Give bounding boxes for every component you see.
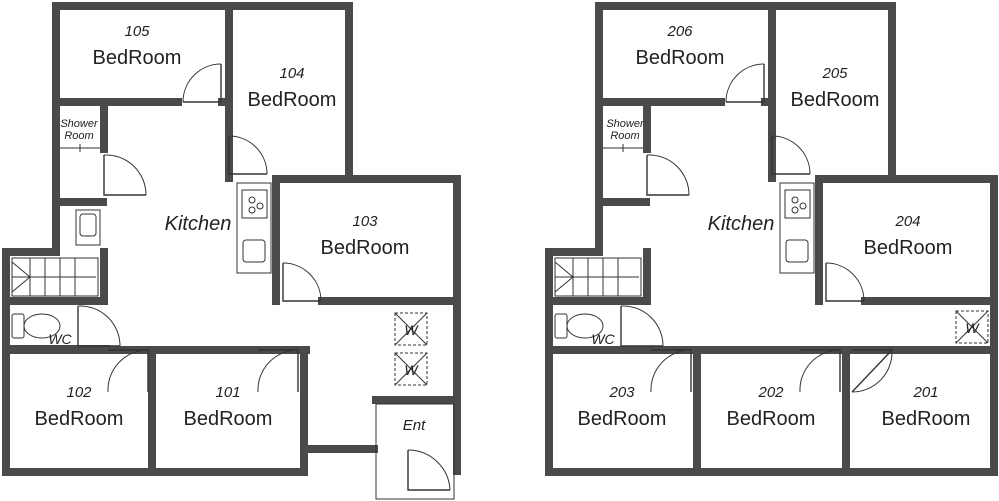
floor-1-staircase: [11, 257, 99, 297]
room-201-name: BedRoom: [882, 408, 971, 430]
washer-label-1: W: [404, 322, 419, 338]
room-202-name: BedRoom: [727, 408, 816, 430]
washer-label-2: W: [404, 362, 419, 378]
wc-label: WC: [48, 331, 72, 347]
room-204-name: BedRoom: [864, 237, 953, 259]
room-206-name: BedRoom: [636, 47, 725, 69]
kitchen-label-2: Kitchen: [708, 213, 775, 235]
room-105-number: 105: [124, 23, 150, 40]
shower-label-2-line2: Room: [610, 130, 639, 142]
floor-1-washer-icon-1: [394, 312, 428, 346]
floor-2-plan: 206 BedRoom 205 BedRoom 204 BedRoom 203 …: [545, 2, 998, 476]
room-103-number: 103: [352, 213, 378, 230]
floor-2-toilet-fixture: [554, 313, 604, 339]
room-103-name: BedRoom: [321, 237, 410, 259]
room-201-number: 201: [912, 384, 938, 401]
floor-1-walls: [2, 2, 461, 476]
floor-2-kitchen-counter: [779, 182, 815, 274]
floor-1-washer-icon-2: [394, 352, 428, 386]
room-104-name: BedRoom: [248, 89, 337, 111]
room-202-number: 202: [757, 384, 784, 401]
room-101-name: BedRoom: [184, 408, 273, 430]
shower-label-2-line1: Shower: [606, 118, 645, 130]
floor-1-doors: [77, 63, 455, 500]
entrance-label: Ent: [403, 417, 426, 434]
floor-1-shower-fixture: [60, 144, 100, 152]
floor-2-doors: [620, 63, 894, 393]
floor-1-plan: 105 BedRoom 104 BedRoom 103 BedRoom 102 …: [2, 2, 461, 500]
floor-1-vanity-sink: [75, 209, 101, 246]
room-203-number: 203: [608, 384, 635, 401]
washer-label-3: W: [965, 320, 980, 336]
room-102-number: 102: [66, 384, 92, 401]
floor-2-shower-fixture: [603, 144, 643, 152]
room-101-number: 101: [215, 384, 240, 401]
floor-2-washer-icon: [955, 310, 989, 344]
room-204-number: 204: [894, 213, 920, 230]
shower-label-line1: Shower: [60, 118, 99, 130]
floor-2-walls: [545, 2, 998, 476]
room-104-number: 104: [279, 65, 304, 82]
room-206-number: 206: [666, 23, 693, 40]
room-205-name: BedRoom: [791, 89, 880, 111]
kitchen-label: Kitchen: [165, 213, 232, 235]
room-105-name: BedRoom: [93, 47, 182, 69]
room-203-name: BedRoom: [578, 408, 667, 430]
room-102-name: BedRoom: [35, 408, 124, 430]
floor-1-kitchen-counter: [236, 182, 272, 274]
floor-1-toilet-fixture: [11, 313, 61, 339]
floor-2-staircase: [554, 257, 642, 297]
room-205-number: 205: [821, 65, 848, 82]
wc-label-2: WC: [591, 331, 615, 347]
shower-label-line2: Room: [64, 130, 93, 142]
